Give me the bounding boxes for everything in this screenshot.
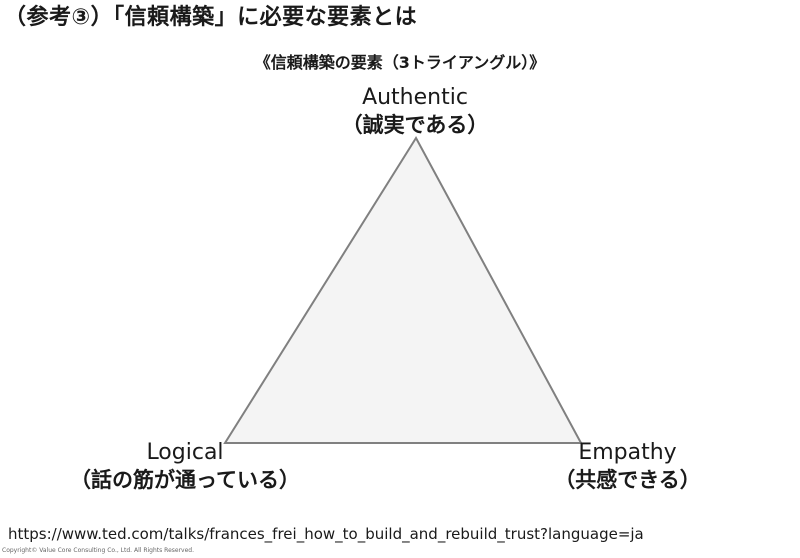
vertex-logical-label: Logical (146, 440, 224, 465)
vertex-empathy-label: Empathy (578, 440, 677, 465)
trust-triangle-shape (223, 136, 583, 444)
vertex-authentic-sublabel: （誠実である） (341, 113, 489, 137)
vertex-logical: Logical （話の筋が通っている） (40, 440, 330, 494)
vertex-logical-sublabel: （話の筋が通っている） (70, 468, 300, 492)
vertex-authentic-label: Authentic (362, 85, 468, 110)
vertex-authentic: Authentic （誠実である） (300, 85, 530, 139)
vertex-empathy: Empathy （共感できる） (530, 440, 725, 494)
copyright-notice: Copyright© Value Core Consulting Co., Lt… (2, 547, 195, 554)
diagram-heading: 《信頼構築の要素（3トライアングル）》 (254, 53, 546, 72)
source-url: https://www.ted.com/talks/frances_frei_h… (8, 525, 644, 543)
vertex-empathy-sublabel: （共感できる） (554, 468, 701, 492)
slide-title: （参考③）「信頼構築」に必要な要素とは (4, 5, 418, 30)
